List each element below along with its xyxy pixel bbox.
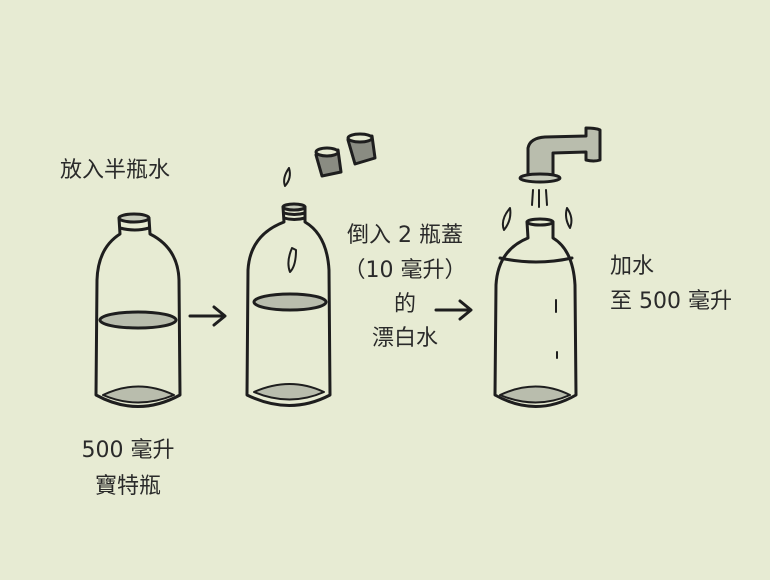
step2-line2: （10 毫升） <box>343 258 467 283</box>
arrow-icon <box>188 305 227 327</box>
step1-instruction: 放入半瓶水 <box>60 158 171 183</box>
step3-line2: 至 500 毫升 <box>610 289 732 314</box>
step2-line4: 漂白水 <box>371 326 439 351</box>
drop-icon <box>283 167 291 187</box>
bottle-with-bleach <box>245 202 332 407</box>
bottle-cap-icon <box>346 132 377 166</box>
step2-line3: 的 <box>393 292 417 317</box>
step3-line1: 加水 <box>610 254 655 279</box>
bottle-half-water <box>94 212 182 408</box>
arrow-icon <box>434 299 473 321</box>
faucet-icon <box>501 126 602 231</box>
step2-line1: 倒入 2 瓶蓋 <box>347 223 463 248</box>
bottle-type-label: 寶特瓶 <box>94 474 162 499</box>
bottle-full <box>493 217 578 408</box>
bottle-cap-icon <box>314 146 343 178</box>
bottle-size-label: 500 毫升 <box>81 438 175 463</box>
